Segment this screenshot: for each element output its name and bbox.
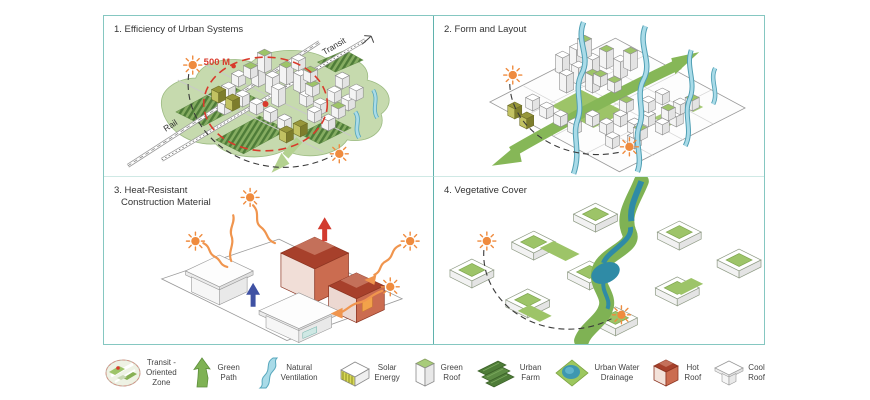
- legend-item-solar-energy: Solar Energy: [329, 356, 400, 390]
- green-path: [491, 52, 700, 166]
- sun-icon: [611, 305, 632, 325]
- urban-farm-icon: [476, 360, 515, 388]
- panel-2-title: 2. Form and Layout: [444, 24, 527, 35]
- legend-label-line: Urban Water: [594, 363, 640, 372]
- pond: [591, 262, 620, 284]
- legend-label-line: Hot: [686, 363, 699, 372]
- stream: [353, 88, 379, 140]
- legend-label: Cool Roof: [748, 363, 765, 383]
- panel-3-title-line1: 3. Heat-Resistant: [114, 185, 188, 196]
- transit-line: [160, 35, 375, 162]
- green-roof-icon: [414, 358, 435, 387]
- legend-label-line: Zone: [152, 378, 171, 387]
- solar-energy-icon: [340, 361, 371, 387]
- green-patch: [669, 277, 704, 295]
- legend-label: Green Path: [218, 363, 240, 383]
- legend-label-line: Cool: [748, 363, 765, 372]
- legend-label-line: Roof: [748, 373, 765, 382]
- panel-3-illustration: [160, 187, 420, 343]
- legend-label-line: Energy: [374, 373, 400, 382]
- city-ground: [488, 37, 746, 173]
- radius-marker-dot: [231, 63, 236, 69]
- legend-label-line: Drainage: [600, 373, 634, 382]
- radius-label: 500 M: [204, 57, 230, 68]
- natural-ventilation-icon: [258, 357, 278, 389]
- legend-label-line: Farm: [521, 373, 540, 382]
- sun-icon: [477, 231, 497, 251]
- panel-efficiency-of-urban-systems: 1. Efficiency of Urban Systems: [104, 16, 434, 177]
- legend-label: Natural Ventilation: [281, 363, 318, 383]
- legend-label: Solar Energy: [374, 363, 399, 383]
- legend-label-line: Natural: [286, 363, 312, 372]
- green-path-icon: [192, 357, 211, 388]
- sun-path-arc: [187, 73, 333, 168]
- ray-arrowhead: [330, 307, 343, 319]
- urban-water-drainage-icon: [555, 359, 590, 387]
- legend-item-transit-oriented-zone: Transit - Oriented Zone: [103, 356, 177, 390]
- panel-4-illustration: [449, 177, 762, 344]
- panel-4-title: 4. Vegetative Cover: [444, 185, 527, 196]
- legend-label-line: Solar: [377, 363, 397, 372]
- sun-icon: [240, 187, 260, 208]
- legend-label: Transit - Oriented Zone: [146, 358, 177, 388]
- legend-label-line: Green: [217, 363, 240, 372]
- transit-oriented-zone-icon: [105, 359, 141, 387]
- legend-label: Urban Water Drainage: [594, 363, 639, 383]
- legend-label-line: Roof: [443, 373, 461, 382]
- legend-item-hot-roof: Hot Roof: [651, 356, 701, 390]
- transit-radius-circle: [202, 56, 329, 152]
- legend-item-urban-water-drainage: Urban Water Drainage: [553, 356, 639, 390]
- legend-item-urban-farm: Urban Farm: [475, 356, 542, 390]
- panel-vegetative-cover: 4. Vegetative Cover: [434, 177, 764, 344]
- legend-label: Urban Farm: [520, 363, 542, 383]
- legend-item-green-roof: Green Roof: [412, 356, 463, 390]
- legend-label-line: Transit -: [146, 358, 176, 367]
- transit-station-dot: [262, 100, 269, 107]
- panel-3-title-line2: Construction Material: [121, 197, 211, 209]
- ray-arrowhead: [364, 274, 377, 285]
- legend-item-cool-roof: Cool Roof: [713, 356, 765, 390]
- panel-1-title: 1. Efficiency of Urban Systems: [114, 24, 244, 35]
- cool-window: [302, 326, 317, 339]
- legend-label-line: Ventilation: [280, 373, 318, 382]
- legend-label: Green Roof: [441, 363, 463, 383]
- sun-icon: [619, 137, 640, 157]
- cool-building-left: [184, 254, 254, 306]
- legend: Transit - Oriented Zone Green Path Natur…: [103, 349, 765, 397]
- green-patch: [539, 241, 580, 261]
- panel-form-and-layout: 2. Form and Layout: [434, 16, 764, 177]
- green-patch: [517, 304, 552, 322]
- legend-label: Hot Roof: [684, 363, 701, 383]
- sun-icon: [183, 55, 203, 75]
- heat-release-arrow: [317, 217, 332, 242]
- sun-icon: [329, 144, 349, 164]
- sun-rays: [202, 204, 402, 314]
- green-path-arrow: [271, 137, 303, 173]
- sun-icon: [503, 65, 523, 85]
- legend-label-line: Urban: [519, 363, 542, 372]
- sun-icon: [185, 231, 206, 251]
- urban-water-streams: [570, 21, 718, 175]
- sun-path-arc: [483, 249, 612, 330]
- green-path-arrowhead: [491, 143, 522, 166]
- legend-label-line: Green: [440, 363, 463, 372]
- panel-2-illustration: [488, 21, 746, 175]
- sun-icon: [400, 231, 420, 251]
- transit-arrowhead: [361, 35, 375, 45]
- legend-label-line: Oriented: [146, 368, 177, 377]
- legend-label-line: Path: [220, 373, 237, 382]
- panel-1-illustration: 500 M Transit Rail: [126, 35, 390, 173]
- legend-label-line: Roof: [684, 373, 702, 382]
- green-path-arrowhead: [671, 52, 700, 75]
- diagram-board: 1. Efficiency of Urban Systems: [103, 15, 765, 345]
- hot-roof-icon: [653, 359, 680, 387]
- cool-roof-icon: [714, 360, 744, 386]
- legend-item-green-path: Green Path: [189, 356, 240, 390]
- sun-icon: [380, 277, 400, 297]
- cool-building-front: [258, 292, 340, 343]
- legend-item-natural-ventilation: Natural Ventilation: [252, 356, 318, 390]
